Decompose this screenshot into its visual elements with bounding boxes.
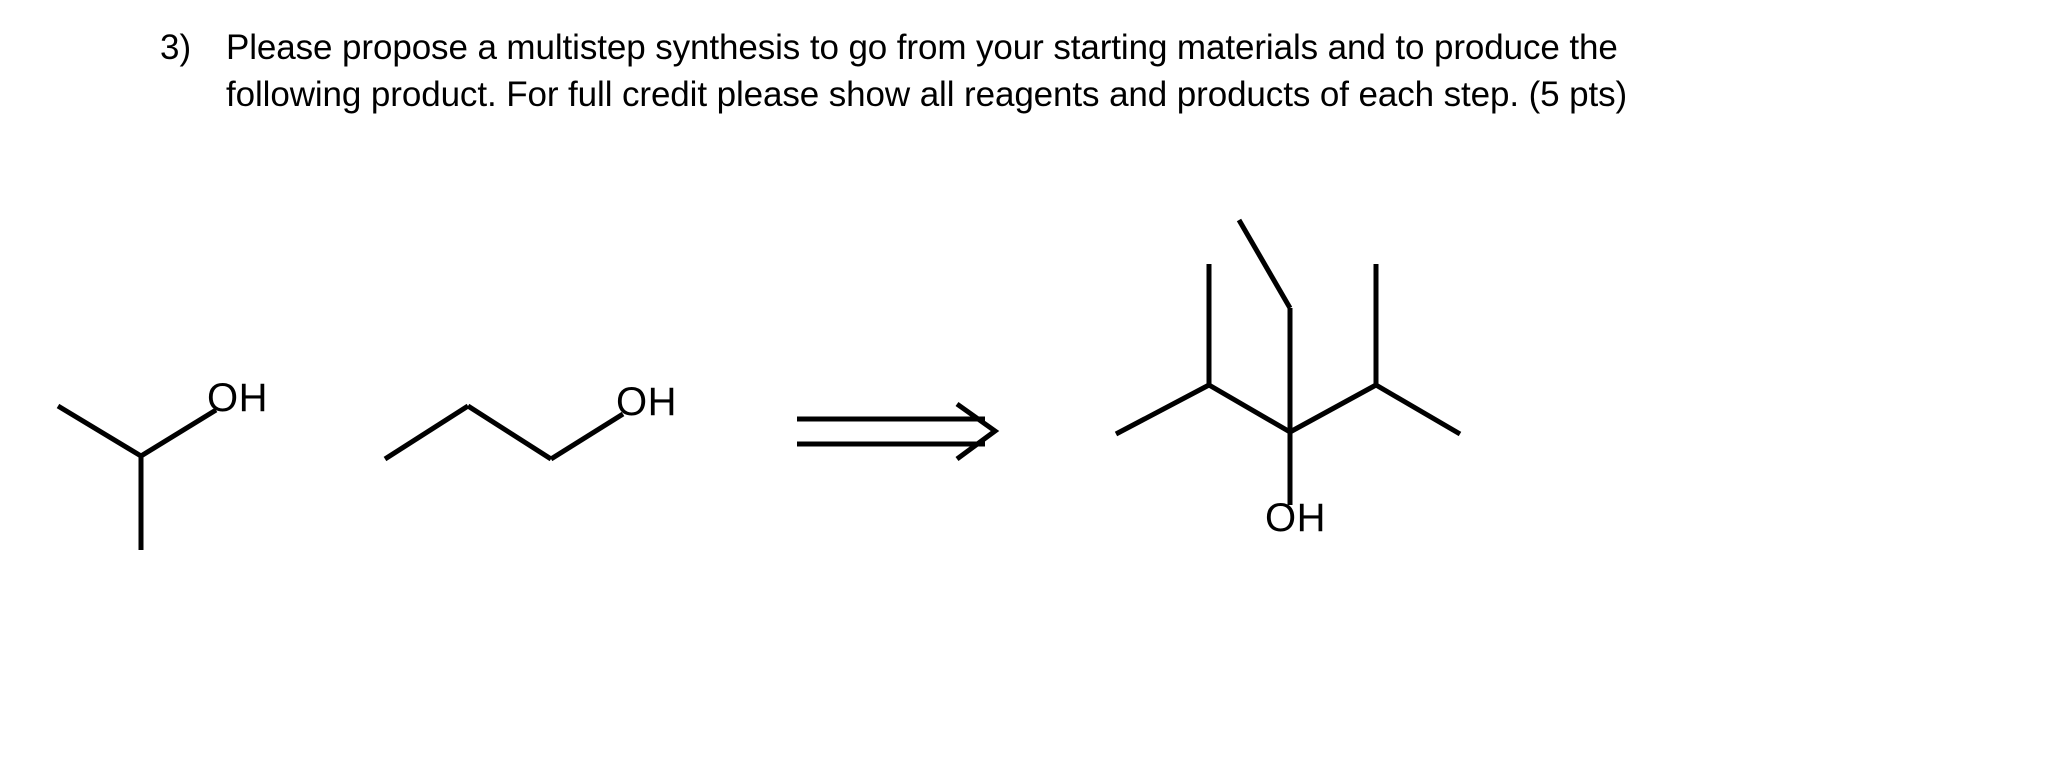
question-text: Please propose a multistep synthesis to … bbox=[226, 24, 1930, 118]
arrow-head bbox=[955, 401, 1000, 462]
molecule-1-propanol: OH bbox=[380, 380, 680, 520]
bond-cq-ch-right bbox=[1288, 382, 1378, 435]
molecule-product-3-ethyl-2-4-dimethylpentan-3-ol: OH bbox=[1110, 210, 1480, 538]
bond-ch-left-methyl-down bbox=[1114, 382, 1211, 437]
bond-ch-right-methyl-down bbox=[1374, 382, 1462, 437]
bond-c1-c2 bbox=[383, 403, 470, 462]
retrosynthesis-arrow-glyph bbox=[797, 401, 1000, 462]
question-line-2: following product. For full credit pleas… bbox=[226, 75, 1628, 114]
bond-cq-ch-left bbox=[1207, 382, 1292, 435]
reaction-scheme: OH OH bbox=[0, 150, 2047, 774]
molecule-product-skeleton bbox=[1114, 218, 1462, 505]
molecule-2-propanol: OH bbox=[40, 376, 320, 560]
retrosynthesis-arrow bbox=[795, 400, 1005, 470]
bond-ethyl-ch3-ch2 bbox=[1236, 218, 1293, 310]
bond-methyl-left bbox=[56, 403, 143, 459]
question-block: 3) Please propose a multistep synthesis … bbox=[160, 24, 1930, 118]
bond-to-hydroxyl bbox=[139, 407, 218, 459]
question-line-1: Please propose a multistep synthesis to … bbox=[226, 28, 1618, 67]
molecule-1-propanol-skeleton bbox=[383, 403, 625, 462]
bond-c2-c3 bbox=[466, 403, 553, 462]
hydroxyl-label: OH bbox=[1265, 496, 1326, 540]
bond-c3-hydroxyl bbox=[549, 411, 625, 462]
molecule-2-propanol-skeleton bbox=[56, 403, 218, 550]
question-number: 3) bbox=[160, 28, 192, 67]
hydroxyl-label: OH bbox=[616, 380, 677, 424]
hydroxyl-label: OH bbox=[207, 376, 268, 420]
